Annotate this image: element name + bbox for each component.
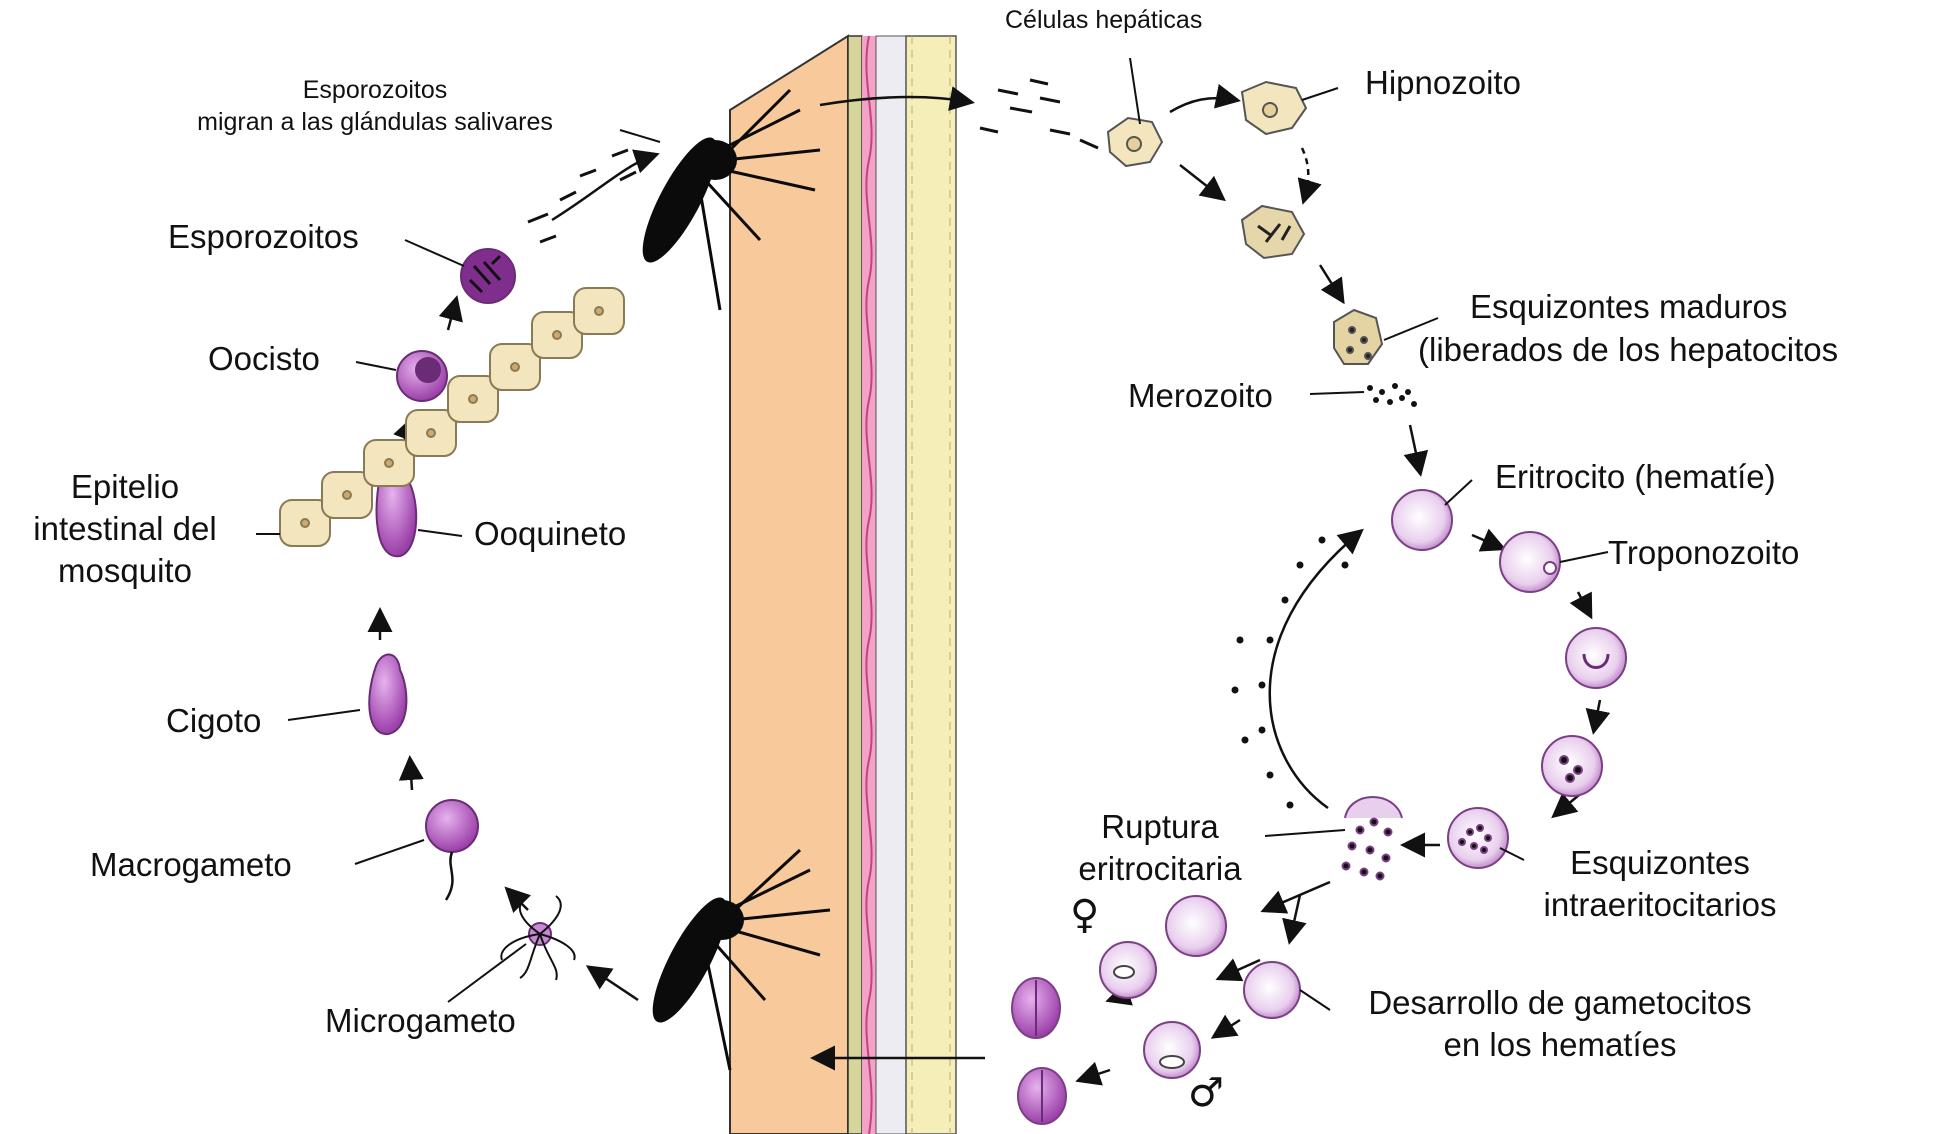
label-esporozoitos-migran-2: migran a las glándulas salivares (150, 108, 600, 137)
gametocytes (1012, 896, 1300, 1124)
cycle-arrows (380, 97, 1600, 1080)
label-hipnozoito: Hipnozoito (1365, 64, 1521, 102)
label-esporozoitos-migran-1: Esporozoitos (150, 76, 600, 105)
label-epitelio-1: Epitelio (10, 468, 240, 506)
label-esquizontes-maduros-2: (liberados de los hepatocitos (1418, 331, 1838, 369)
label-desarrollo-2: en los hematíes (1325, 1026, 1795, 1064)
label-epitelio-2: intestinal del (10, 510, 240, 548)
skin-cross-section (730, 36, 956, 1134)
label-macrogameto: Macrogameto (90, 846, 292, 884)
label-eritrocito: Eritrocito (hematíe) (1495, 458, 1776, 496)
label-epitelio-3: mosquito (10, 552, 240, 590)
label-celulas-hepaticas: Células hepáticas (1005, 6, 1202, 35)
label-esporozoitos: Esporozoitos (168, 218, 359, 256)
intestinal-epithelium (280, 288, 624, 546)
label-ruptura-1: Ruptura (1050, 808, 1270, 846)
label-oocisto: Oocisto (208, 340, 320, 378)
label-esquizontes-intra-2: intraeritocitarios (1515, 886, 1805, 924)
male-symbol: ♂ (1188, 1070, 1224, 1116)
label-desarrollo-1: Desarrollo de gametocitos (1325, 984, 1795, 1022)
liver-cells (1108, 82, 1382, 364)
erythrocyte-cycle (1343, 490, 1627, 880)
label-ruptura-2: eritrocitaria (1050, 850, 1270, 888)
label-esquizontes-intra-1: Esquizontes (1515, 844, 1805, 882)
label-troponozoito: Troponozoito (1608, 534, 1799, 572)
label-ooquineto: Ooquineto (474, 515, 626, 553)
female-symbol: ♀ (1070, 892, 1099, 938)
label-cigoto: Cigoto (166, 702, 261, 740)
label-merozoito: Merozoito (1128, 377, 1273, 415)
label-microgameto: Microgameto (325, 1002, 516, 1040)
label-esquizontes-maduros-1: Esquizontes maduros (1470, 288, 1787, 326)
merozoite-dots (1232, 383, 1418, 809)
